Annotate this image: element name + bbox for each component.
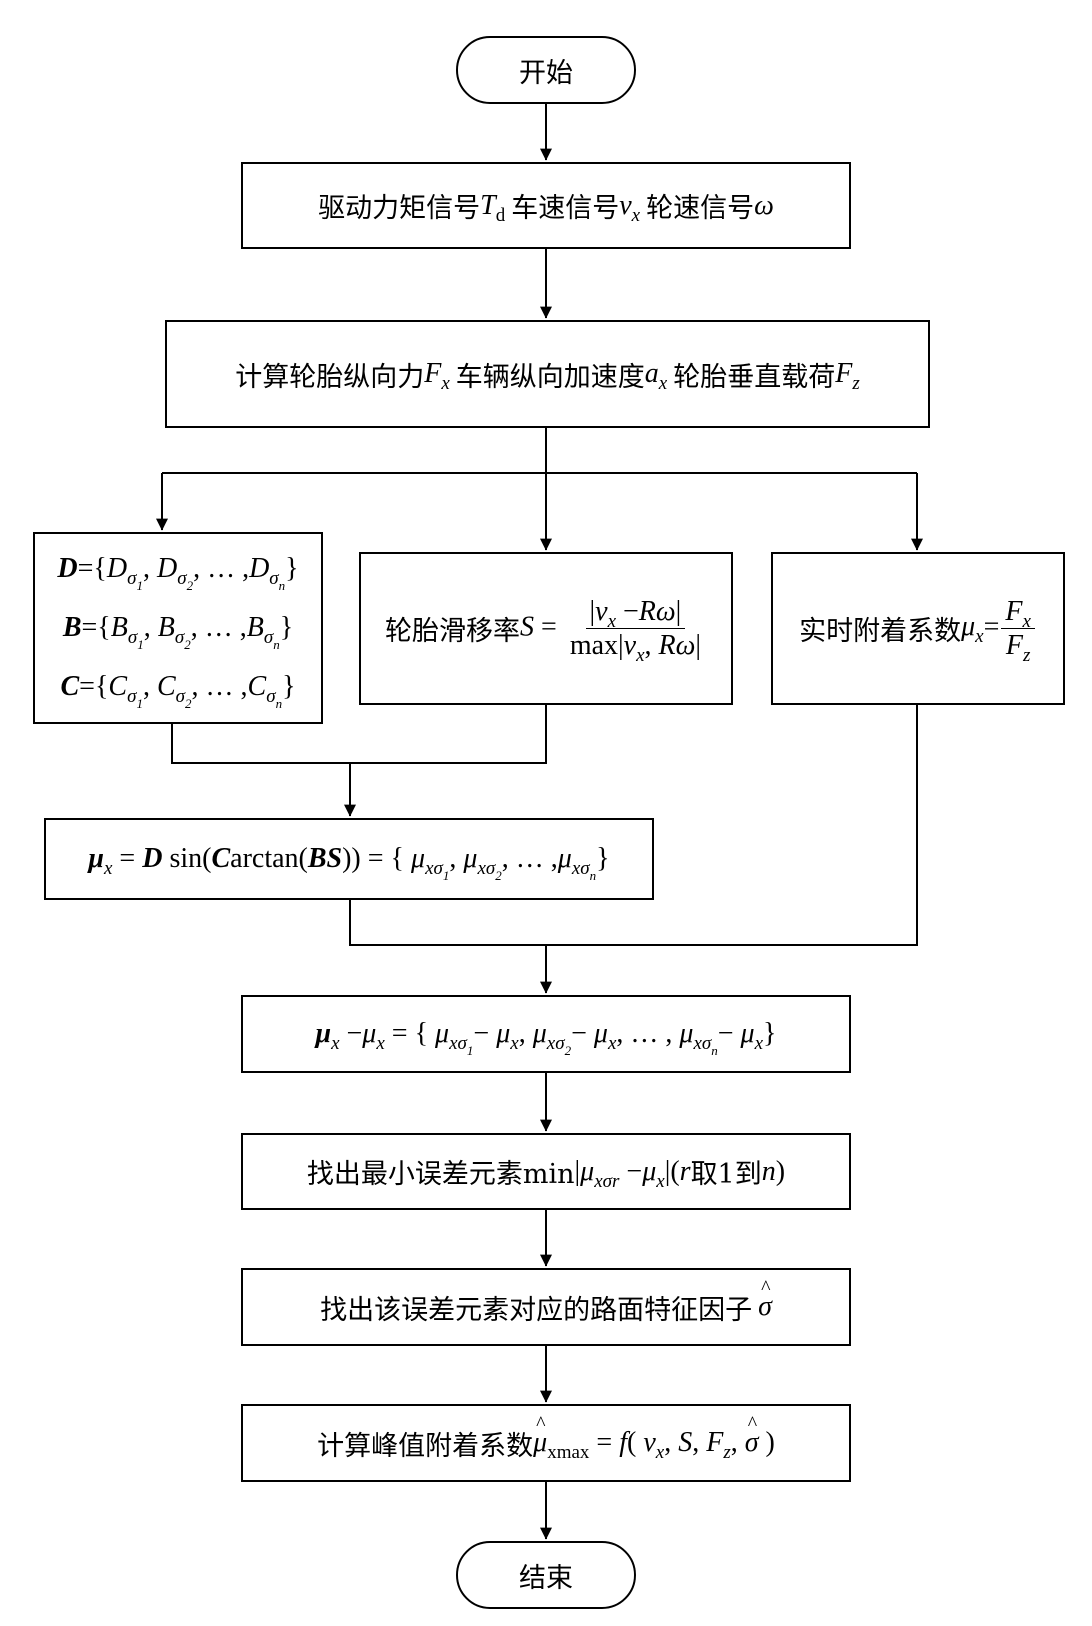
line-merge-model-realtime bbox=[349, 705, 918, 946]
find-min-n: n) bbox=[761, 1155, 786, 1187]
fz-symbol: Fz bbox=[835, 358, 860, 394]
find-road-factor-label: 找出该误差元素对应的路面特征因子 bbox=[320, 1294, 753, 1326]
error-set-box: μx −μx = { μxσ1− μx, μxσ2− μx, … , μxσn−… bbox=[241, 995, 851, 1073]
compute-longitudinal-force: 计算轮胎纵向力 bbox=[235, 361, 425, 393]
peak-adhesion-label: 计算峰值附着系数 bbox=[317, 1430, 534, 1462]
slip-ratio-formula: S = |vx −Rω|max|vx, Rω| bbox=[520, 595, 701, 666]
realtime-adhesion-label: 实时附着系数 bbox=[799, 616, 962, 647]
compute-vertical-load: 轮胎垂直载荷 bbox=[673, 361, 836, 393]
input-drive-torque: 驱动力矩信号 bbox=[318, 193, 481, 224]
line-merge-params-slip bbox=[171, 705, 547, 764]
error-set-formula: μx −μx = { μxσ1− μx, μxσ2− μx, … , μxσn−… bbox=[315, 1018, 777, 1058]
ax-symbol: ax bbox=[644, 358, 668, 394]
speed-symbol: vx bbox=[619, 189, 641, 226]
input-wheel-speed: 轮速信号 bbox=[646, 193, 755, 224]
param-c-row: C={Cσ1, Cσ2, … ,Cσn} bbox=[60, 670, 296, 711]
omega-symbol: ω bbox=[754, 189, 774, 221]
start-label: 开始 bbox=[519, 57, 573, 89]
slip-ratio-label: 轮胎滑移率 bbox=[385, 616, 521, 647]
compute-longitudinal-accel: 车辆纵向加速度 bbox=[455, 361, 645, 393]
start-terminal: 开始 bbox=[456, 36, 636, 104]
sigma-hat-symbol: σ bbox=[758, 1277, 772, 1323]
peak-adhesion-formula: μxmax = f( vx, S, Fz, σ ) bbox=[533, 1413, 775, 1463]
find-min-label: 找出最小误差元素min bbox=[306, 1159, 575, 1190]
peak-adhesion-box: 计算峰值附着系数μxmax = f( vx, S, Fz, σ ) bbox=[241, 1404, 851, 1482]
find-road-factor-box: 找出该误差元素对应的路面特征因子σ bbox=[241, 1268, 851, 1346]
torque-symbol: Td bbox=[480, 189, 506, 226]
end-label: 结束 bbox=[519, 1562, 573, 1594]
tire-model-formula: μx = D sin(Carctan(BS)) = { μxσ1, μxσ2, … bbox=[88, 843, 610, 883]
find-min-range: 取1到 bbox=[690, 1159, 762, 1190]
fx-symbol: Fx bbox=[424, 358, 450, 394]
find-min-formula: |μxσr −μx|(r bbox=[574, 1155, 691, 1192]
end-terminal: 结束 bbox=[456, 1541, 636, 1609]
param-b-row: B={Bσ1, Bσ2, … ,Bσn} bbox=[62, 611, 294, 652]
input-vehicle-speed: 车速信号 bbox=[511, 193, 620, 224]
tire-model-box: μx = D sin(Carctan(BS)) = { μxσ1, μxσ2, … bbox=[44, 818, 654, 900]
parameter-sets-box: D={Dσ1, Dσ2, … ,Dσn} B={Bσ1, Bσ2, … ,Bσn… bbox=[33, 532, 323, 724]
param-d-row: D={Dσ1, Dσ2, … ,Dσn} bbox=[57, 553, 299, 594]
